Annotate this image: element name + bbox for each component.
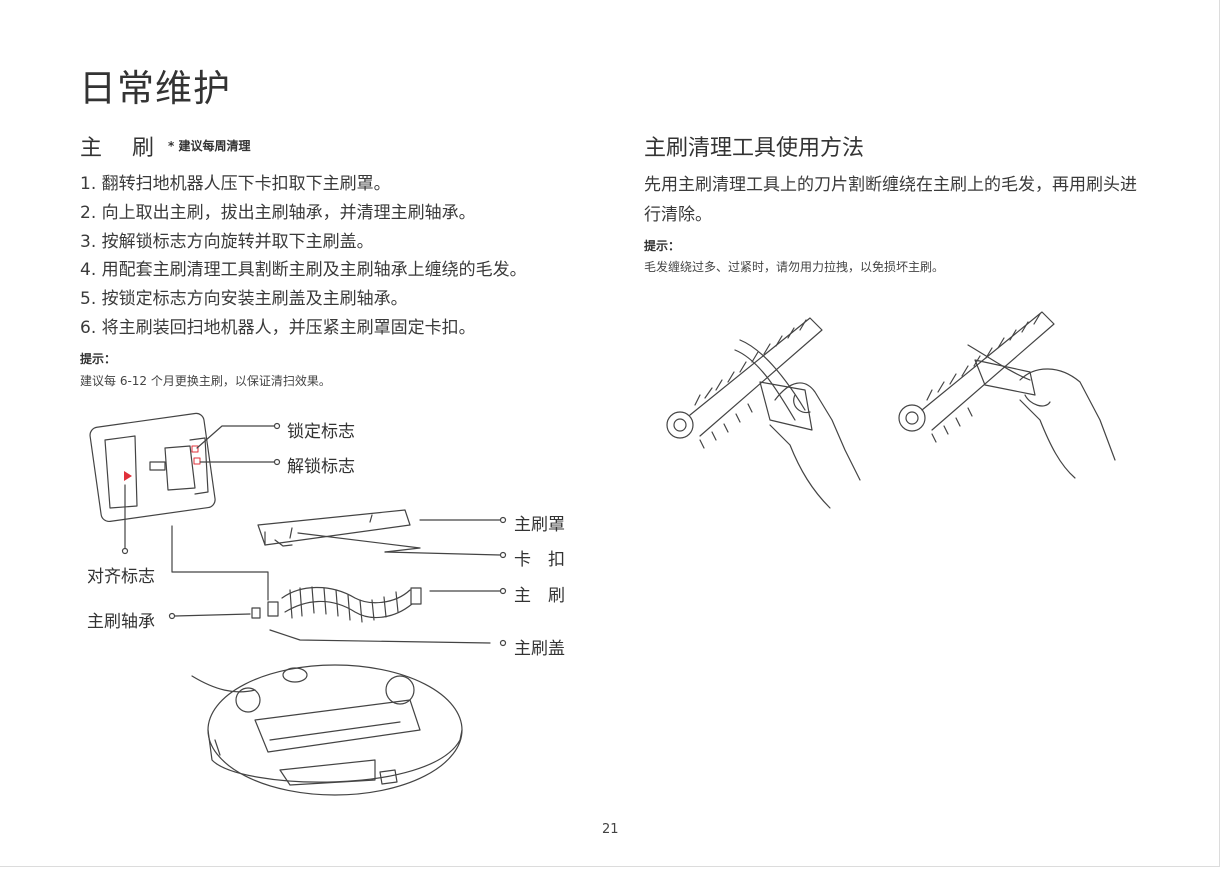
robot-vacuum-illustration	[191, 664, 463, 796]
callout-lock-mark: 锁定标志	[287, 422, 355, 442]
step-item: 2. 向上取出主刷，拔出主刷轴承，并清理主刷轴承。	[80, 202, 476, 223]
tip-text-left: 建议每 6-12 个月更换主刷，以保证清扫效果。	[80, 374, 331, 388]
align-marker-icon	[124, 471, 132, 481]
page-number: 21	[602, 822, 619, 837]
brushing-illustration	[898, 311, 1116, 479]
callout-unlock-mark: 解锁标志	[287, 457, 355, 477]
cutting-hair-illustration	[666, 317, 861, 509]
unlock-marker-icon	[193, 457, 201, 465]
callout-bearing: 主刷轴承	[87, 612, 155, 632]
steps-list: 1. 翻转扫地机器人压下卡扣取下主刷罩。 2. 向上取出主刷，拔出主刷轴承，并清…	[80, 170, 527, 343]
tip-label-left: 提示：	[80, 352, 117, 366]
section-heading-tool-usage: 主刷清理工具使用方法	[644, 136, 865, 161]
tip-text-right: 毛发缠绕过多、过紧时，请勿用力拉拽，以免损坏主刷。	[644, 260, 945, 274]
page-title: 日常维护	[79, 67, 231, 110]
callout-brush-guard: 主刷罩	[514, 515, 565, 535]
step-item: 6. 将主刷装回扫地机器人，并压紧主刷罩固定卡扣。	[80, 317, 476, 338]
step-item: 5. 按锁定标志方向安装主刷盖及主刷轴承。	[80, 289, 408, 310]
callout-align-mark: 对齐标志	[87, 567, 155, 587]
step-item: 3. 按解锁标志方向旋转并取下主刷盖。	[80, 231, 374, 252]
section-heading-main-brush: 主刷	[80, 130, 154, 162]
step-item: 4. 用配套主刷清理工具割断主刷及主刷轴承上缠绕的毛发。	[80, 260, 527, 281]
heading-char-1: 主	[80, 136, 103, 161]
tip-label-right: 提示：	[644, 239, 681, 253]
lock-marker-icon	[191, 445, 199, 453]
callout-brush: 主 刷	[514, 586, 565, 606]
brush-guard-illustration	[257, 509, 411, 547]
step-item: 1. 翻转扫地机器人压下卡扣取下主刷罩。	[80, 174, 391, 194]
heading-char-2: 刷	[132, 136, 155, 161]
weekly-clean-note: * 建议每周清理	[168, 139, 251, 153]
tool-usage-paragraph: 先用主刷清理工具上的刀片割断缠绕在主刷上的毛发，再用刷头进行清除。	[644, 175, 1137, 225]
bearing-part	[251, 607, 261, 619]
callout-latch: 卡 扣	[514, 550, 565, 570]
callout-brush-cap: 主刷盖	[514, 639, 565, 659]
main-brush-illustration	[251, 586, 422, 623]
brush-cap-area	[269, 532, 491, 644]
callout-lines	[121, 422, 507, 647]
brush-end-detail-illustration	[89, 412, 216, 523]
